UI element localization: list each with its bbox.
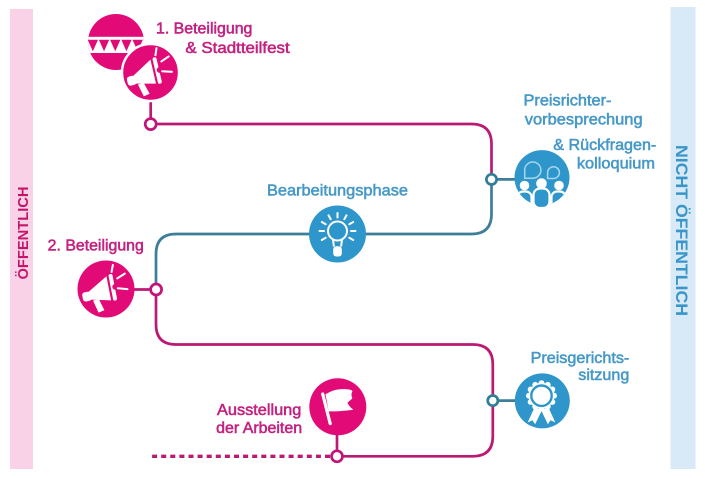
svg-text:Preisgerichts-: Preisgerichts- [531,350,630,367]
svg-text:der Arbeiten: der Arbeiten [216,420,302,437]
svg-text:NICHT ÖFFENTLICH: NICHT ÖFFENTLICH [672,145,691,316]
svg-text:vorbesprechung: vorbesprechung [525,112,643,129]
svg-text:Bearbeitungsphase: Bearbeitungsphase [267,182,408,199]
svg-text:sitzung: sitzung [578,367,629,384]
svg-text:Preisrichter-: Preisrichter- [524,93,612,110]
svg-text:& Stadtteilfest: & Stadtteilfest [185,40,290,57]
svg-text:& Rückfragen-: & Rückfragen- [553,137,656,154]
svg-text:2. Beteiligung: 2. Beteiligung [48,238,144,255]
svg-text:kolloquium: kolloquium [577,156,655,173]
svg-text:1. Beteiligung: 1. Beteiligung [156,21,252,38]
svg-text:ÖFFENTLICH: ÖFFENTLICH [15,187,32,280]
svg-text:Ausstellung: Ausstellung [217,402,301,419]
